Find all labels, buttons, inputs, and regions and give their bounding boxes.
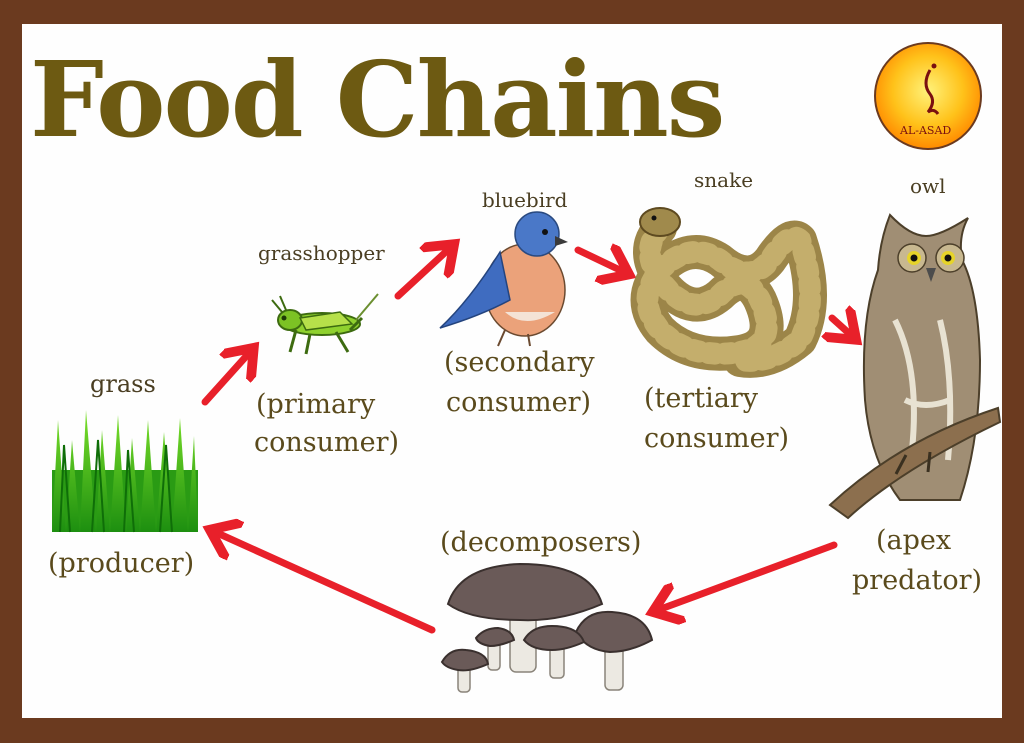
arrow-bluebird-to-snake <box>574 250 624 272</box>
bluebird-illustration <box>439 211 568 347</box>
grass-name: grass <box>90 370 156 398</box>
al-asad-logo <box>874 42 982 150</box>
bluebird-role-line1: (secondary <box>444 347 595 378</box>
bluebird-role-line2: consumer) <box>446 387 592 418</box>
grasshopper-illustration <box>271 293 379 355</box>
owl-illustration <box>828 213 1002 520</box>
snake-name: snake <box>694 168 754 192</box>
logo-text: AL-ASAD <box>900 124 952 137</box>
grasshopper-role-line1: (primary <box>256 389 376 420</box>
snake-role-line2: consumer) <box>644 423 790 454</box>
arrow-grass-to-grasshopper <box>201 352 250 406</box>
owl-name: owl <box>910 174 946 198</box>
mushrooms-illustration <box>440 562 654 693</box>
grass-illustration <box>52 410 198 533</box>
grasshopper-name: grasshopper <box>258 241 385 265</box>
arrow-snake-to-owl <box>832 318 852 336</box>
poster-title: Food Chains <box>30 38 725 161</box>
arrow-owl-to-decomposers <box>658 541 838 610</box>
grass-role: (producer) <box>48 548 195 579</box>
grasshopper-role-line2: consumer) <box>254 427 400 458</box>
arrow-decomposers-to-grass <box>215 532 436 634</box>
decomposers-role: (decomposers) <box>440 527 642 558</box>
snake-role-line1: (tertiary <box>644 383 759 414</box>
bluebird-name: bluebird <box>482 188 568 212</box>
snake-illustration <box>630 207 827 378</box>
owl-role-line1: (apex <box>876 525 952 556</box>
arrow-grasshopper-to-bluebird <box>394 248 450 300</box>
food-chain-arrows <box>201 248 852 634</box>
owl-role-line2: predator) <box>852 565 983 596</box>
